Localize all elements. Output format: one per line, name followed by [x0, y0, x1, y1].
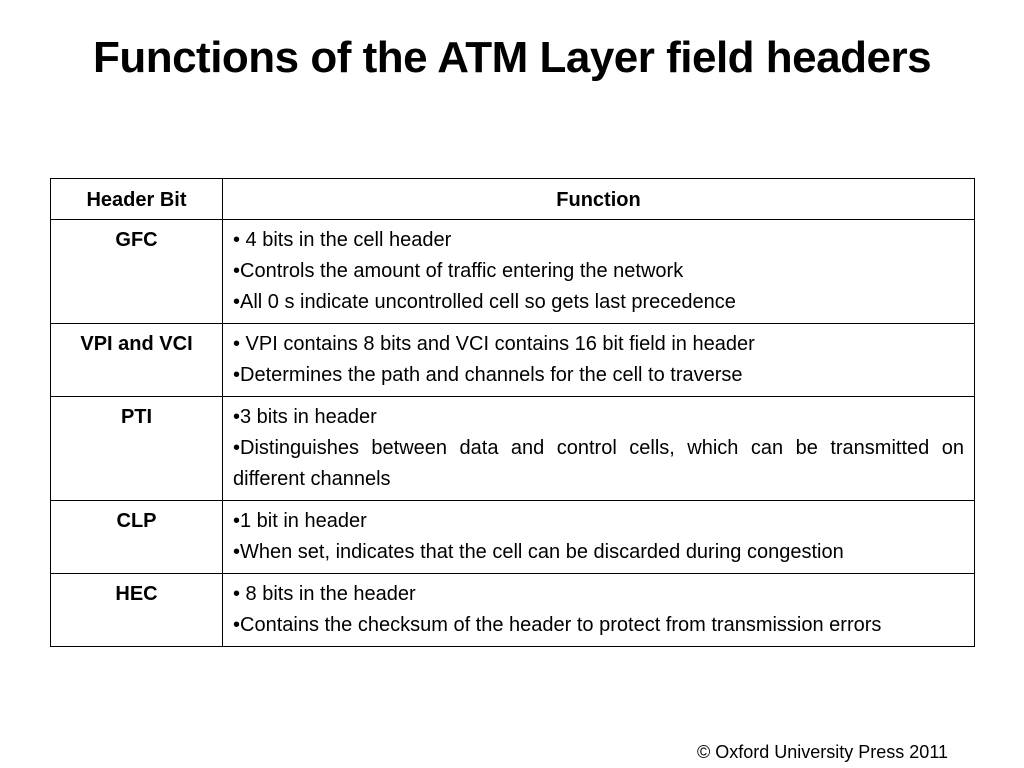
function-line: • 8 bits in the header — [233, 583, 416, 605]
column-header-header-bit: Header Bit — [50, 178, 223, 220]
function-line: • 4 bits in the cell header — [233, 229, 452, 251]
function-cell: • VPI contains 8 bits and VCI contains 1… — [222, 323, 975, 397]
header-bit-cell: VPI and VCI — [50, 323, 223, 397]
header-bit-cell: PTI — [50, 396, 223, 501]
table-row: GFC • 4 bits in the cell header •Control… — [50, 219, 975, 324]
table-row: VPI and VCI • VPI contains 8 bits and VC… — [50, 323, 975, 397]
function-line: •3 bits in header — [233, 406, 377, 428]
copyright-footer: © Oxford University Press 2011 — [0, 740, 948, 764]
table-header-row: Header Bit Function — [50, 178, 975, 220]
table-row: PTI •3 bits in header •Distinguishes bet… — [50, 396, 975, 501]
header-bit-cell: HEC — [50, 573, 223, 647]
function-line: •Distinguishes between data and control … — [233, 437, 964, 490]
function-cell: •1 bit in header •When set, indicates th… — [222, 500, 975, 574]
function-cell: • 8 bits in the header •Contains the che… — [222, 573, 975, 647]
function-line: •1 bit in header — [233, 510, 367, 532]
function-cell: •3 bits in header •Distinguishes between… — [222, 396, 975, 501]
function-cell: • 4 bits in the cell header •Controls th… — [222, 219, 975, 324]
function-line: •Determines the path and channels for th… — [233, 364, 743, 386]
atm-header-table: Header Bit Function GFC • 4 bits in the … — [50, 178, 975, 647]
column-header-function: Function — [222, 178, 975, 220]
table-row: HEC • 8 bits in the header •Contains the… — [50, 573, 975, 647]
copyright-text: © Oxford University Press 2011 — [696, 742, 948, 762]
slide-title: Functions of the ATM Layer field headers — [92, 33, 932, 82]
function-line: •All 0 s indicate uncontrolled cell so g… — [233, 291, 736, 313]
table-row: CLP •1 bit in header •When set, indicate… — [50, 500, 975, 574]
header-bit-cell: CLP — [50, 500, 223, 574]
function-line: • VPI contains 8 bits and VCI contains 1… — [233, 333, 755, 355]
function-line: •Controls the amount of traffic entering… — [233, 260, 684, 282]
header-bit-cell: GFC — [50, 219, 223, 324]
function-line: •When set, indicates that the cell can b… — [233, 541, 844, 563]
atm-header-table-container: Header Bit Function GFC • 4 bits in the … — [50, 178, 975, 647]
function-line: •Contains the checksum of the header to … — [233, 614, 882, 636]
